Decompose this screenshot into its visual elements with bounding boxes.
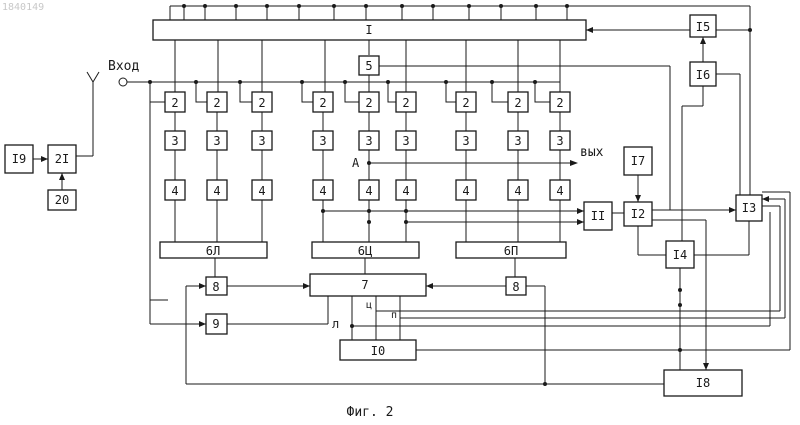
svg-text:3: 3 [213,134,220,148]
svg-text:3: 3 [462,134,469,148]
svg-text:2: 2 [365,96,372,110]
svg-text:4: 4 [213,184,220,198]
svg-text:4: 4 [556,184,563,198]
block-18-label: I8 [696,376,710,390]
block-5-label: 5 [365,59,372,73]
block-15-label: I5 [696,20,710,34]
wire-label-c: ц [366,300,372,311]
figure-caption: Фиг. 2 [347,405,394,420]
input-terminal [119,78,127,86]
input-label: Вход [108,59,139,74]
svg-text:2: 2 [258,96,265,110]
block-19-label: I9 [12,152,26,166]
svg-text:8: 8 [212,280,219,294]
block-11-label: II [591,209,605,223]
block-6-left-label: 6Л [206,244,220,258]
svg-text:3: 3 [319,134,326,148]
block-1-label: I [365,23,372,37]
svg-text:3: 3 [365,134,372,148]
blocks-3-row: 3 3 3 3 3 3 3 3 3 [165,131,570,150]
svg-text:4: 4 [319,184,326,198]
svg-text:2: 2 [462,96,469,110]
svg-text:4: 4 [514,184,521,198]
svg-text:4: 4 [365,184,372,198]
wire-label-l: л [332,317,339,331]
block-20-label: 20 [55,193,69,207]
svg-text:2: 2 [514,96,521,110]
svg-text:2: 2 [402,96,409,110]
svg-text:2: 2 [213,96,220,110]
block-16-label: I6 [696,68,710,82]
svg-text:4: 4 [171,184,178,198]
block-7-label: 7 [361,278,368,292]
output-label: вых [580,145,604,160]
blocks-2-row: 2 2 2 2 2 2 2 2 2 [165,92,570,112]
block-6-right-label: 6П [504,244,518,258]
block-17-label: I7 [631,154,645,168]
block-21-label: 2I [55,152,69,166]
block-13-label: I3 [742,201,756,215]
block-10-label: I0 [371,344,385,358]
svg-text:3: 3 [402,134,409,148]
svg-text:3: 3 [258,134,265,148]
svg-text:4: 4 [258,184,265,198]
svg-text:2: 2 [171,96,178,110]
blocks-4-row: 4 4 4 4 4 4 4 4 4 [165,180,570,200]
point-a-label: А [352,156,360,170]
svg-text:8: 8 [512,280,519,294]
block-12-label: I2 [631,207,645,221]
block-6-center-label: 6Ц [358,244,372,258]
svg-text:4: 4 [402,184,409,198]
wire-label-p: п [391,310,397,321]
svg-text:4: 4 [462,184,469,198]
svg-text:3: 3 [556,134,563,148]
watermark-text: 1840149 [2,2,44,13]
block-14-label: I4 [673,248,687,262]
svg-text:3: 3 [171,134,178,148]
block-9-label: 9 [212,317,219,331]
svg-text:3: 3 [514,134,521,148]
center-taps-to-11 [321,208,584,225]
svg-text:2: 2 [319,96,326,110]
svg-text:2: 2 [556,96,563,110]
antenna-icon [87,72,99,82]
output-arrow [570,160,578,166]
